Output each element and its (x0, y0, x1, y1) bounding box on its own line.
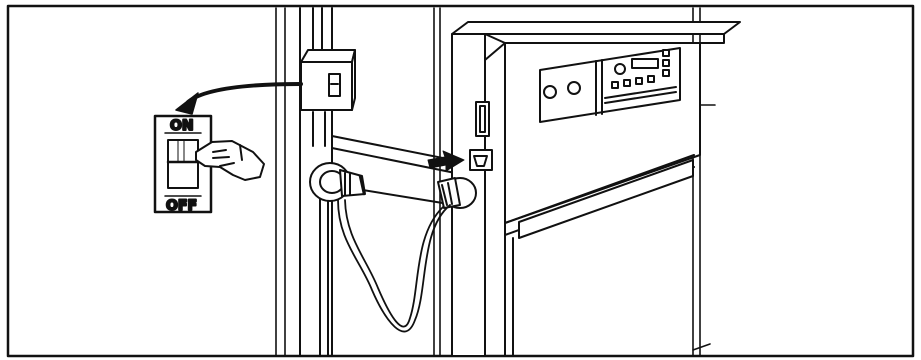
cabinet-vent (476, 102, 489, 136)
cabinet-plug (438, 178, 476, 208)
switch-off-label: OFF (166, 198, 197, 214)
power-outlet-icon (470, 150, 492, 170)
wall-plug (310, 163, 365, 201)
callout-arrow (176, 84, 301, 114)
switch-on-label: ON (170, 118, 194, 134)
breaker-box (301, 50, 355, 110)
